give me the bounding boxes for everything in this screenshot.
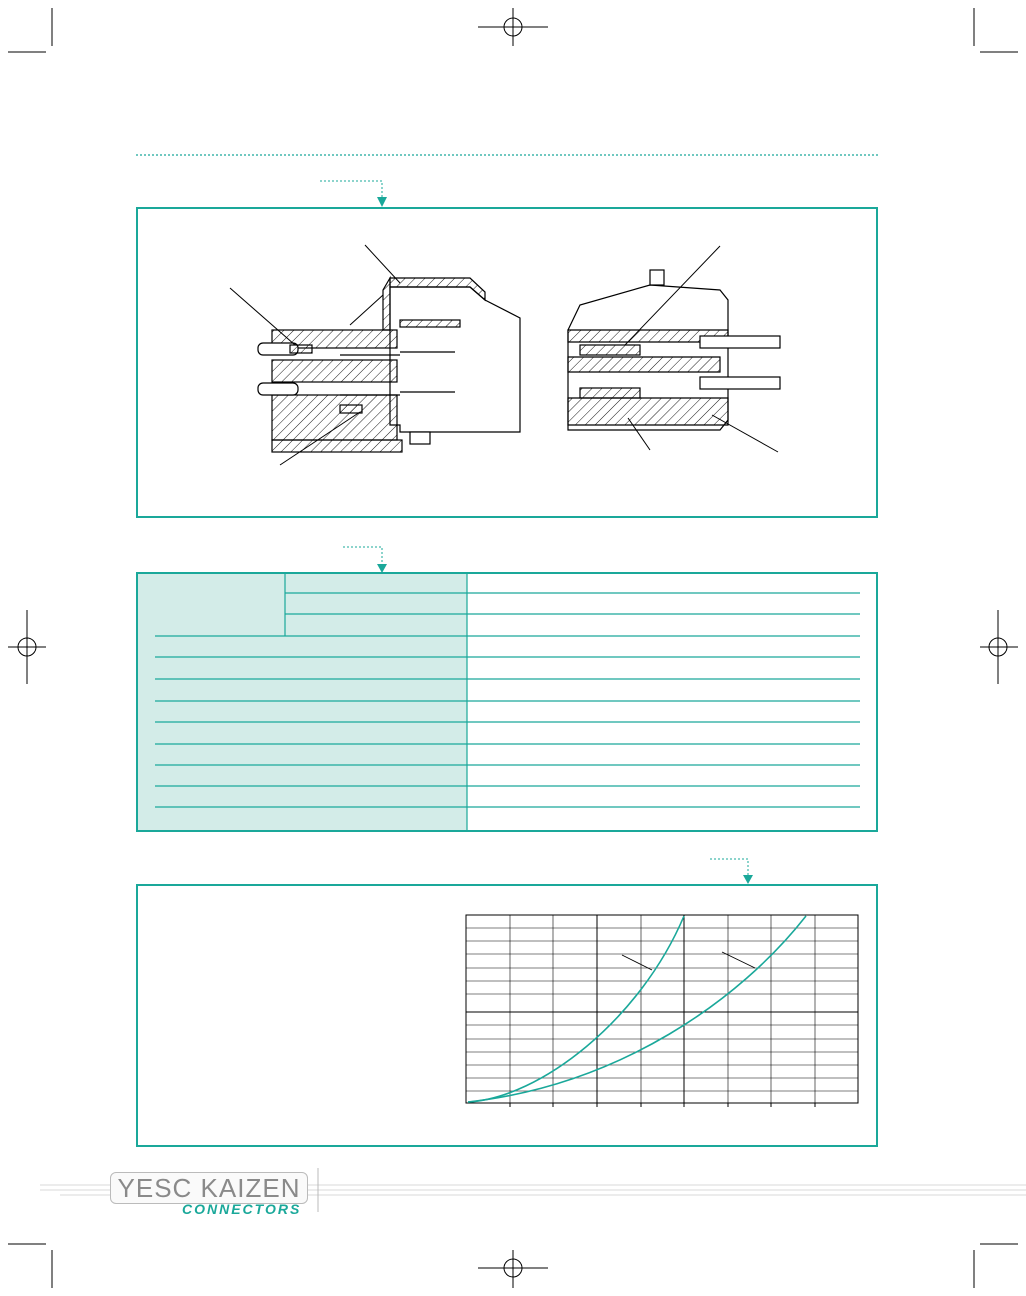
curve-1 <box>467 915 685 1103</box>
brand-logo: YESC KAIZEN <box>110 1172 308 1204</box>
curve-2 <box>467 915 807 1103</box>
graph-panel <box>136 884 878 1147</box>
cross-section-panel <box>136 207 878 518</box>
brand-subtitle: CONNECTORS <box>182 1201 302 1217</box>
spec-table-panel <box>136 572 878 832</box>
